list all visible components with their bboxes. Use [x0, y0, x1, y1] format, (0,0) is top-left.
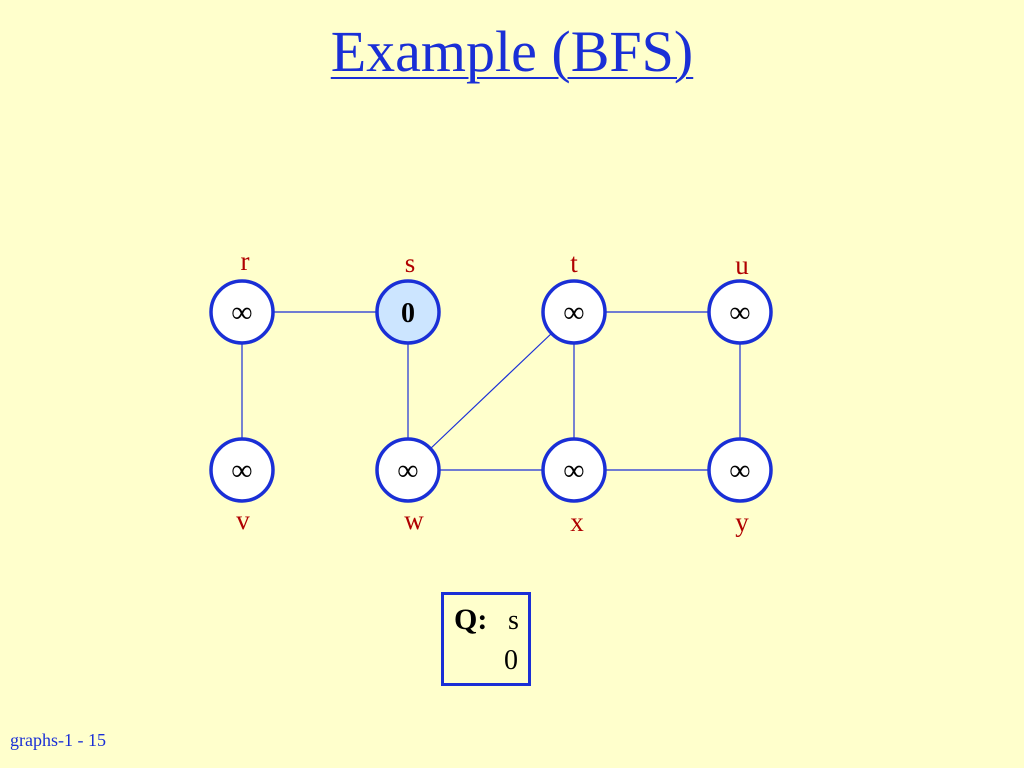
node-circle-u — [707, 279, 773, 345]
node-value-r: ∞ — [231, 296, 252, 329]
node-label-y: y — [735, 507, 749, 537]
queue-label: Q: — [454, 603, 488, 636]
node-label-u: u — [735, 250, 749, 280]
node-circle-y — [707, 437, 773, 503]
node-circle-v — [209, 437, 275, 503]
node-label-r: r — [241, 246, 250, 276]
node-w: ∞w — [375, 437, 441, 535]
node-value-t: ∞ — [563, 296, 584, 329]
node-r: ∞r — [209, 246, 275, 345]
slide-title: Example (BFS) — [330, 19, 694, 84]
node-circle-r — [209, 279, 275, 345]
node-u: ∞u — [707, 250, 773, 345]
node-circle-x — [541, 437, 607, 503]
queue-box: Q: s 0 — [441, 592, 531, 686]
node-value-v: ∞ — [231, 454, 252, 487]
node-s: 0s — [375, 248, 441, 345]
node-value-u: ∞ — [729, 296, 750, 329]
node-label-w: w — [404, 505, 424, 535]
node-v: ∞v — [209, 437, 275, 535]
node-y: ∞y — [707, 437, 773, 537]
slide-footer: graphs-1 - 15 — [10, 730, 106, 750]
queue-vertex: s — [508, 605, 519, 636]
node-label-x: x — [570, 507, 584, 537]
node-label-s: s — [405, 248, 416, 278]
node-value-x: ∞ — [563, 454, 584, 487]
node-t: ∞t — [541, 248, 607, 345]
node-x: ∞x — [541, 437, 607, 537]
node-circle-s — [375, 279, 441, 345]
node-value-s: 0 — [401, 298, 415, 329]
node-label-v: v — [236, 505, 250, 535]
edge-w-t — [430, 332, 552, 450]
node-circle-w — [375, 437, 441, 503]
node-circle-t — [541, 279, 607, 345]
queue-distance: 0 — [504, 645, 518, 676]
node-label-t: t — [570, 248, 578, 278]
node-value-w: ∞ — [397, 454, 418, 487]
node-value-y: ∞ — [729, 454, 750, 487]
